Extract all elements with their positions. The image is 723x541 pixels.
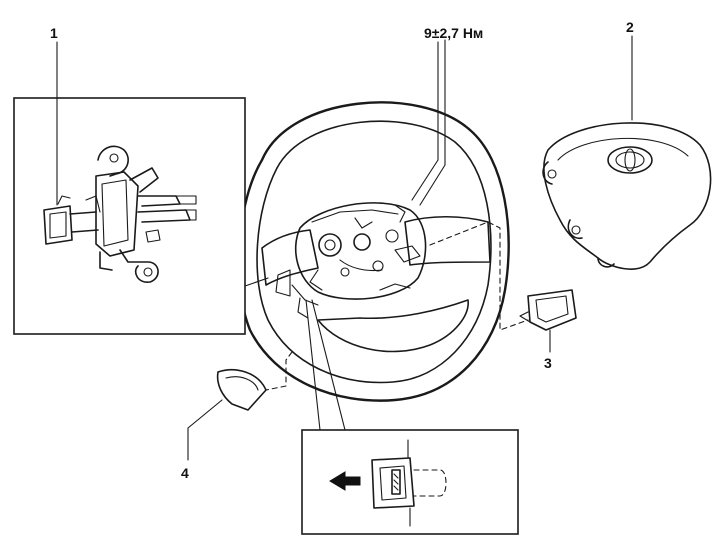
release-detail-box	[301, 299, 519, 535]
left-lower-cover	[216, 368, 267, 411]
connector-detail-box	[13, 97, 269, 335]
arrow-left-icon	[329, 471, 361, 491]
part-4-label: 4	[181, 465, 189, 481]
steering-wheel	[237, 101, 510, 402]
part-3-label: 3	[544, 355, 552, 371]
airbag-module	[542, 122, 712, 270]
part-2-label: 2	[626, 19, 634, 35]
right-lower-cover	[519, 289, 577, 331]
torque-spec-label: 9±2,7 Нм	[424, 25, 483, 41]
toyota-emblem-icon	[607, 146, 653, 174]
part-1-label: 1	[50, 25, 58, 41]
